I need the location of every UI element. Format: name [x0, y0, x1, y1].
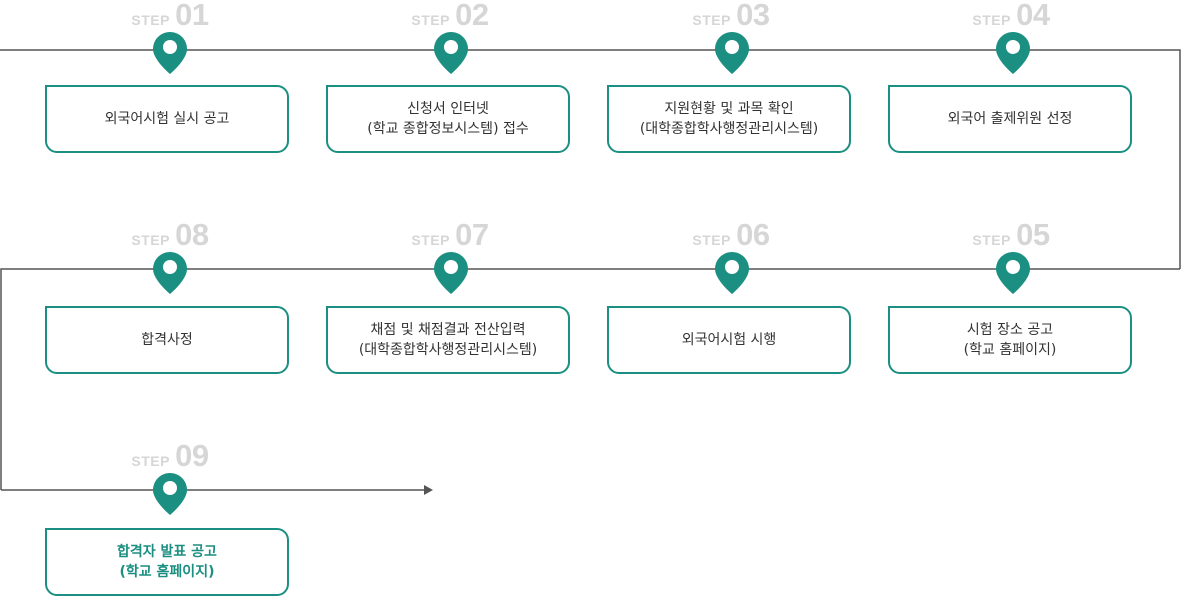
step-label-02: STEP 02	[385, 0, 515, 34]
step-description: 합격사정	[141, 332, 193, 348]
step-label-03: STEP 03	[666, 0, 796, 34]
end-arrow-icon	[424, 485, 433, 495]
step-number: 08	[175, 217, 209, 252]
step-word: STEP	[972, 12, 1011, 28]
step-box-07: 채점 및 채점결과 전산입력 (대학종합학사행정관리시스템)	[326, 306, 570, 374]
step-box-06: 외국어시험 시행	[607, 306, 851, 374]
location-pin-icon	[152, 472, 188, 516]
location-pin-icon	[152, 31, 188, 75]
step-word: STEP	[411, 12, 450, 28]
step-box-08: 합격사정	[45, 306, 289, 374]
step-description: 외국어시험 시행	[681, 332, 777, 348]
step-word: STEP	[131, 453, 170, 469]
step-box-02: 신청서 인터넷 (학교 종합정보시스템) 접수	[326, 85, 570, 153]
step-number: 01	[175, 0, 209, 32]
step-word: STEP	[692, 12, 731, 28]
location-pin-icon	[995, 31, 1031, 75]
step-number: 05	[1016, 217, 1050, 252]
step-box-01: 외국어시험 실시 공고	[45, 85, 289, 153]
location-pin-icon	[714, 31, 750, 75]
step-word: STEP	[692, 232, 731, 248]
step-word: STEP	[131, 12, 170, 28]
step-number: 07	[455, 217, 489, 252]
step-word: STEP	[411, 232, 450, 248]
step-label-05: STEP 05	[946, 217, 1076, 254]
location-pin-icon	[433, 31, 469, 75]
step-number: 06	[736, 217, 770, 252]
step-box-05: 시험 장소 공고 (학교 홈페이지)	[888, 306, 1132, 374]
step-description: 외국어시험 실시 공고	[104, 111, 230, 127]
step-box-03: 지원현황 및 과목 확인 (대학종합학사행정관리시스템)	[607, 85, 851, 153]
step-description: 외국어 출제위원 선정	[947, 111, 1073, 127]
step-description: 신청서 인터넷 (학교 종합정보시스템) 접수	[367, 101, 529, 137]
step-box-04: 외국어 출제위원 선정	[888, 85, 1132, 153]
step-label-06: STEP 06	[666, 217, 796, 254]
location-pin-icon	[714, 251, 750, 295]
location-pin-icon	[995, 251, 1031, 295]
step-label-01: STEP 01	[105, 0, 235, 34]
row2-connector	[0, 268, 1180, 490]
step-label-08: STEP 08	[105, 217, 235, 254]
step-label-09: STEP 09	[105, 438, 235, 475]
step-word: STEP	[131, 232, 170, 248]
step-description: 채점 및 채점결과 전산입력 (대학종합학사행정관리시스템)	[358, 322, 538, 358]
step-number: 03	[736, 0, 770, 32]
step-description: 합격자 발표 공고 (학교 홈페이지)	[117, 544, 217, 580]
step-word: STEP	[972, 232, 1011, 248]
step-description: 시험 장소 공고 (학교 홈페이지)	[963, 322, 1057, 358]
step-label-07: STEP 07	[385, 217, 515, 254]
location-pin-icon	[433, 251, 469, 295]
row1-connector	[0, 49, 1181, 269]
step-number: 04	[1016, 0, 1050, 32]
step-description: 지원현황 및 과목 확인 (대학종합학사행정관리시스템)	[639, 101, 819, 137]
location-pin-icon	[152, 251, 188, 295]
step-number: 02	[455, 0, 489, 32]
step-box-09: 합격자 발표 공고 (학교 홈페이지)	[45, 528, 289, 596]
step-label-04: STEP 04	[946, 0, 1076, 34]
step-number: 09	[175, 438, 209, 473]
